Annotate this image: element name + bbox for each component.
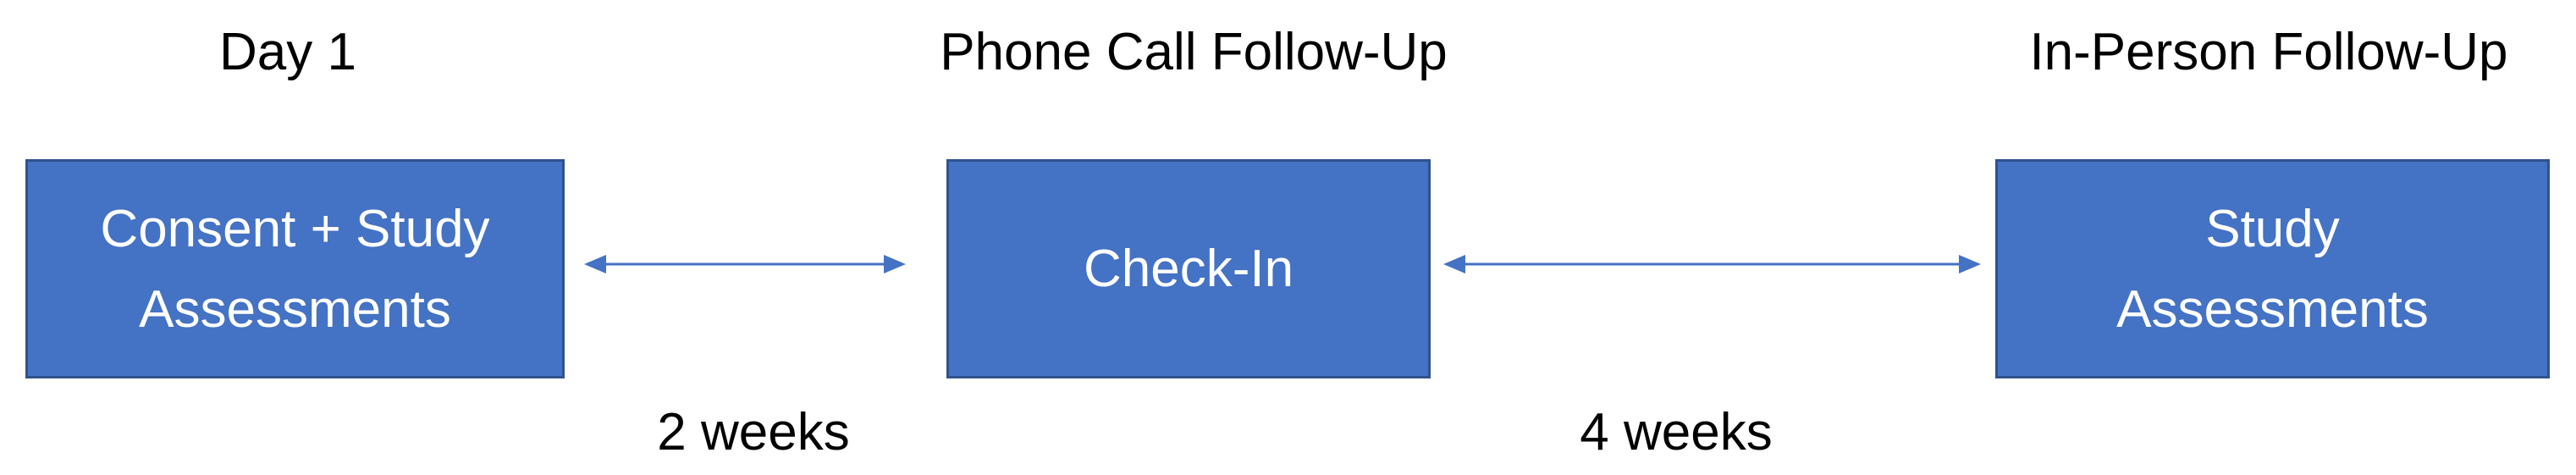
- double-arrow-icon: [584, 255, 906, 273]
- stage-3-box: Study Assessments: [1995, 159, 2550, 378]
- interval-2-label: 4 weeks: [1580, 402, 1773, 461]
- double-arrow-icon: [1443, 255, 1981, 273]
- stage-3-header: In-Person Follow-Up: [2029, 22, 2508, 81]
- stage-1-header: Day 1: [219, 22, 356, 81]
- stage-1-box-label: Consent + Study Assessments: [100, 199, 490, 339]
- stage-2-header: Phone Call Follow-Up: [940, 22, 1448, 81]
- stage-3-box-label: Study Assessments: [2116, 199, 2429, 339]
- stage-2-box: Check-In: [946, 159, 1431, 378]
- stage-1-box: Consent + Study Assessments: [25, 159, 565, 378]
- interval-1-label: 2 weeks: [657, 402, 850, 461]
- stage-2-box-label: Check-In: [1083, 240, 1294, 298]
